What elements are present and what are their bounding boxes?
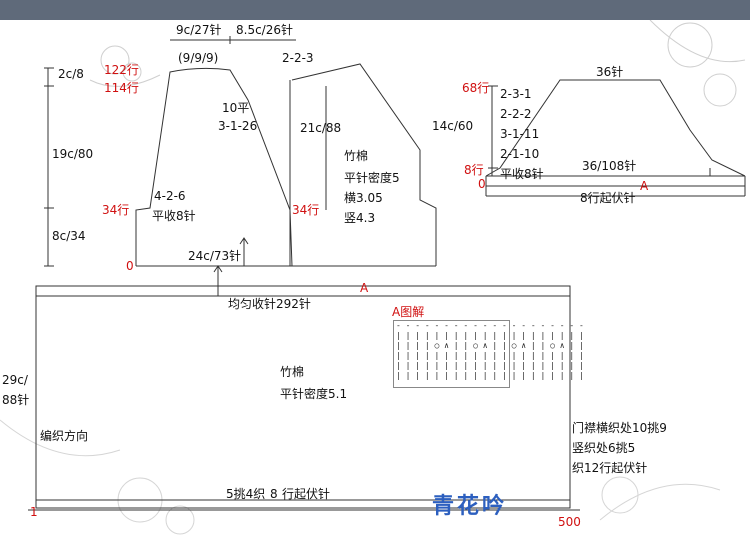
label-36-108: 36/108针 bbox=[582, 158, 636, 173]
label-21c88: 21c/88 bbox=[300, 121, 341, 135]
label-yarn-back: 竹棉 bbox=[344, 149, 368, 163]
label-dec-10: 10平 bbox=[222, 101, 249, 115]
pattern-row: | | | | ○ ∧ | | ○ ∧ | | ○ ∧ | | ○ ∧ | | bbox=[396, 341, 584, 350]
label-shoulder-sequence: 2-2-3 bbox=[282, 51, 314, 65]
label-placket-2: 竖织处6挑5 bbox=[572, 441, 635, 455]
label-1: 1 bbox=[30, 505, 38, 519]
label-neck-sequence: (9/9/9) bbox=[178, 51, 218, 65]
top-bar bbox=[0, 0, 750, 20]
label-bottom-pickup: 5挑4织 bbox=[226, 487, 265, 501]
pattern-row: | | | | | | | | | | | | | | | | | | | | bbox=[396, 351, 584, 360]
label-density-back: 平针密度5 bbox=[344, 170, 400, 185]
label-row-34-left: 34行 bbox=[102, 203, 129, 217]
label-dec-3-1-26: 3-1-26 bbox=[218, 119, 257, 133]
label-sleeve-top: 36针 bbox=[596, 64, 623, 79]
label-19c80: 19c/80 bbox=[52, 147, 93, 161]
back-panel-outline bbox=[135, 63, 437, 267]
watermark-logo: 青花吟 bbox=[432, 493, 508, 519]
label-row-122: 122行 bbox=[104, 63, 139, 77]
label-row-34-mid: 34行 bbox=[292, 203, 319, 217]
body-panel-outline bbox=[28, 285, 580, 511]
flower-decoration-top-right bbox=[649, 19, 746, 107]
label-placket-3: 织12行起伏针 bbox=[572, 460, 647, 475]
label-a-chart-title: A图解 bbox=[392, 305, 424, 319]
label-knit-direction: 编织方向 bbox=[40, 428, 88, 443]
label-sleeve-flat-8: 平收8针 bbox=[500, 166, 544, 181]
label-dec-4-2-6: 4-2-6 bbox=[154, 189, 186, 203]
pattern-row: | | | | | | | | | | | | | | | | | | | | bbox=[396, 331, 584, 340]
label-29c: 29c/ bbox=[2, 373, 29, 387]
label-sleeve-2-3-1: 2-3-1 bbox=[500, 87, 532, 101]
label-even-decrease: 均匀收针292针 bbox=[228, 296, 311, 311]
label-row-8: 8行 bbox=[464, 163, 484, 177]
label-14c60: 14c/60 bbox=[432, 119, 473, 133]
label-8c34: 8c/34 bbox=[52, 229, 86, 243]
label-a-body: A bbox=[360, 281, 369, 295]
label-row-68: 68行 bbox=[462, 81, 489, 95]
label-88-stitches: 88针 bbox=[2, 392, 29, 407]
dimension-lines bbox=[44, 36, 436, 296]
label-shoulder-top-width: 8.5c/26针 bbox=[236, 22, 293, 37]
label-500: 500 bbox=[558, 515, 581, 529]
label-placket-1: 门襟横织处10挑9 bbox=[572, 420, 667, 435]
label-2c8: 2c/8 bbox=[58, 67, 84, 81]
pattern-row: | | | | | | | | | | | | | | | | | | | | bbox=[396, 361, 584, 370]
label-bottom-rows: 行起伏针 bbox=[282, 486, 330, 501]
label-row-114: 114行 bbox=[104, 81, 139, 95]
label-a-sleeve: A bbox=[640, 179, 649, 193]
label-flat-8: 平收8针 bbox=[152, 208, 196, 223]
label-density-body: 平针密度5.1 bbox=[280, 386, 347, 401]
label-sleeve-2-2-2: 2-2-2 bbox=[500, 107, 532, 121]
label-sleeve-2-1-10: 2-1-10 bbox=[500, 147, 539, 161]
label-back-top-width: 9c/27针 bbox=[176, 22, 222, 37]
label-bottom-8: 8 bbox=[270, 487, 278, 501]
label-zero-sleeve: 0 bbox=[478, 177, 486, 191]
label-yarn-body: 竹棉 bbox=[280, 365, 304, 379]
pattern-row: - - - - - - - - - - - - - - - - - - - - bbox=[396, 321, 584, 330]
label-24c73: 24c/73针 bbox=[188, 248, 241, 263]
flower-decoration-bottom bbox=[0, 419, 721, 535]
sleeve-outline bbox=[485, 79, 746, 197]
label-sleeve-3-1-11: 3-1-11 bbox=[500, 127, 539, 141]
label-horizontal-gauge: 横3.05 bbox=[344, 191, 383, 205]
watermark-url: http://23102000.blog.163.com bbox=[592, 528, 750, 542]
a-pattern-chart: - - - - - - - - - - - - - - - - - - - - … bbox=[393, 320, 584, 388]
label-vertical-gauge: 竖4.3 bbox=[344, 211, 375, 225]
label-zero-left: 0 bbox=[126, 259, 134, 273]
label-cast-off-sleeve: 8行起伏针 bbox=[580, 190, 636, 205]
pattern-row: | | | | | | | | | | | | | | | | | | | | bbox=[396, 371, 584, 380]
flower-decoration-top-left bbox=[89, 45, 161, 87]
